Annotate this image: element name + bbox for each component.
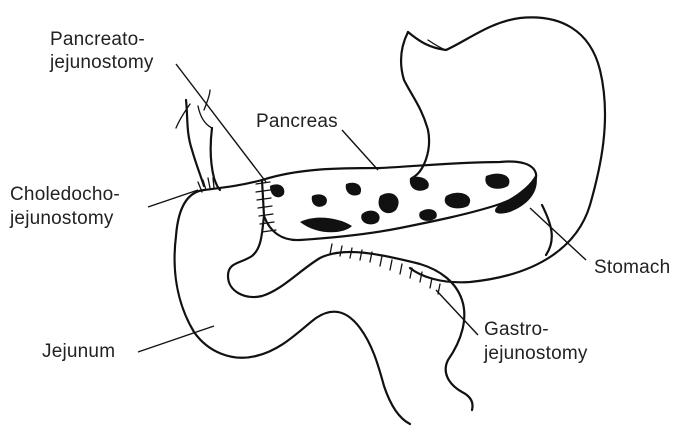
leader-choledochojejunostomy: [148, 190, 198, 207]
stomach-lower-curve: [542, 205, 552, 255]
leader-pancreas: [342, 130, 378, 170]
label-stomach: Stomach: [594, 256, 670, 279]
pancreas-outline: [262, 162, 536, 241]
label-gastrojejunostomy-line1: Gastro-: [484, 318, 549, 341]
pancreas-texture-10: [419, 209, 437, 221]
pancreas-texture-1: [270, 184, 284, 197]
label-pancreatojejunostomy-line2: jejunostomy: [50, 51, 154, 74]
pancreas-texture-4: [379, 193, 399, 213]
label-choledochojejunostomy-line2: jejunostomy: [10, 207, 114, 230]
leader-pancreatojejunostomy: [176, 64, 266, 182]
label-jejunum: Jejunum: [42, 340, 115, 363]
stomach-outline: [408, 17, 605, 282]
jejunal-limb-inner: [228, 216, 473, 410]
label-gastrojejunostomy-line2: jejunostomy: [484, 342, 588, 365]
pancreas-texture-8: [485, 174, 509, 189]
bile-duct-right: [211, 128, 220, 190]
leader-jejunum: [138, 326, 214, 352]
label-pancreatojejunostomy-line1: Pancreato-: [50, 28, 145, 51]
label-choledochojejunostomy-line1: Choledocho-: [10, 183, 120, 206]
label-pancreas: Pancreas: [256, 110, 338, 133]
stomach-inner-outline: [401, 32, 429, 178]
pancreas-texture-6: [410, 177, 429, 191]
pancreas-texture-9: [361, 211, 379, 225]
pancreas-texture-3: [346, 183, 361, 196]
leader-gastrojejunostomy: [436, 290, 478, 335]
pancreas-texture-7: [445, 193, 470, 209]
bile-duct: [186, 100, 204, 186]
pancreas-texture-5: [300, 218, 352, 233]
pancreas-texture-2: [312, 194, 327, 206]
